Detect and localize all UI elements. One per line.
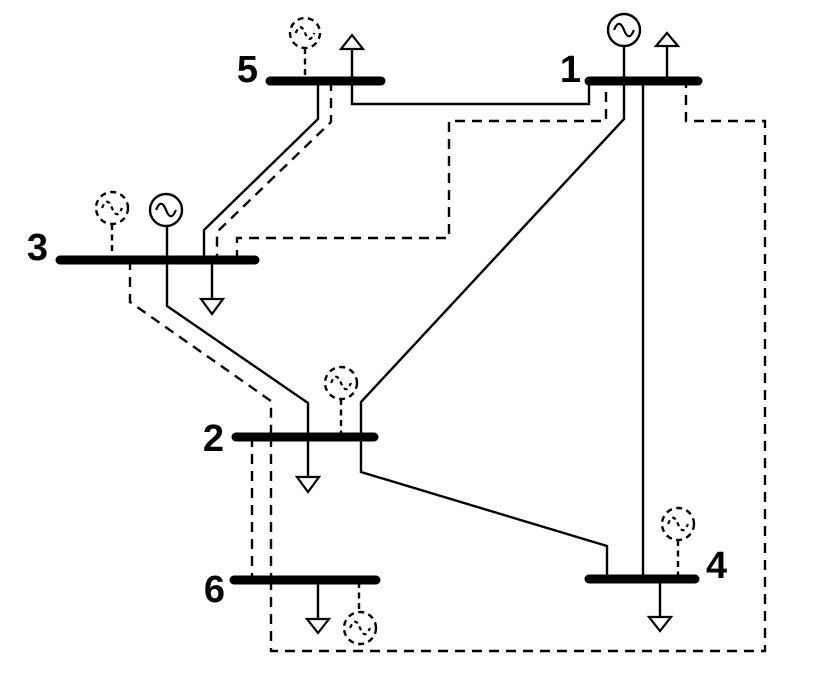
load-arrow-down-icon-bus-4 bbox=[646, 615, 674, 633]
line-2-3 bbox=[165, 260, 310, 437]
candidate-line-1-3 bbox=[235, 81, 608, 260]
bus-5-label: 5 bbox=[237, 49, 258, 91]
line-1-2 bbox=[359, 81, 626, 437]
bus-1-label: 1 bbox=[560, 49, 581, 91]
sine-wave-icon-bus-4 bbox=[667, 516, 689, 532]
load-arrow-up-icon-bus-5 bbox=[338, 33, 366, 51]
sine-wave-icon-bus-5 bbox=[294, 26, 316, 40]
load-arrow-down-icon-bus-3 bbox=[198, 297, 226, 316]
load-arrow-down-icon-bus-6 bbox=[304, 617, 332, 635]
sine-wave-icon-bus-6 bbox=[349, 620, 371, 636]
bus-6-label: 6 bbox=[204, 569, 225, 611]
sine-wave-icon-bus-2 bbox=[330, 375, 352, 391]
candidate-line-2-3 bbox=[128, 260, 273, 437]
sine-wave-icon-bus-3 bbox=[155, 202, 177, 218]
bus-2-label: 2 bbox=[203, 418, 224, 460]
sine-wave-icon-bus-3 bbox=[101, 200, 123, 216]
line-3-5 bbox=[202, 81, 320, 260]
line-2-4 bbox=[359, 437, 609, 579]
load-arrow-up-icon-bus-1 bbox=[653, 31, 681, 48]
sine-wave-icon-bus-1 bbox=[613, 22, 635, 38]
line-1-5 bbox=[350, 81, 591, 106]
bus-4-label: 4 bbox=[706, 545, 727, 587]
load-arrow-down-icon-bus-2 bbox=[294, 475, 322, 494]
bus-3-label: 3 bbox=[27, 227, 48, 269]
candidate-line-3-5 bbox=[215, 81, 333, 260]
candidate-line-6-1 bbox=[269, 81, 767, 653]
